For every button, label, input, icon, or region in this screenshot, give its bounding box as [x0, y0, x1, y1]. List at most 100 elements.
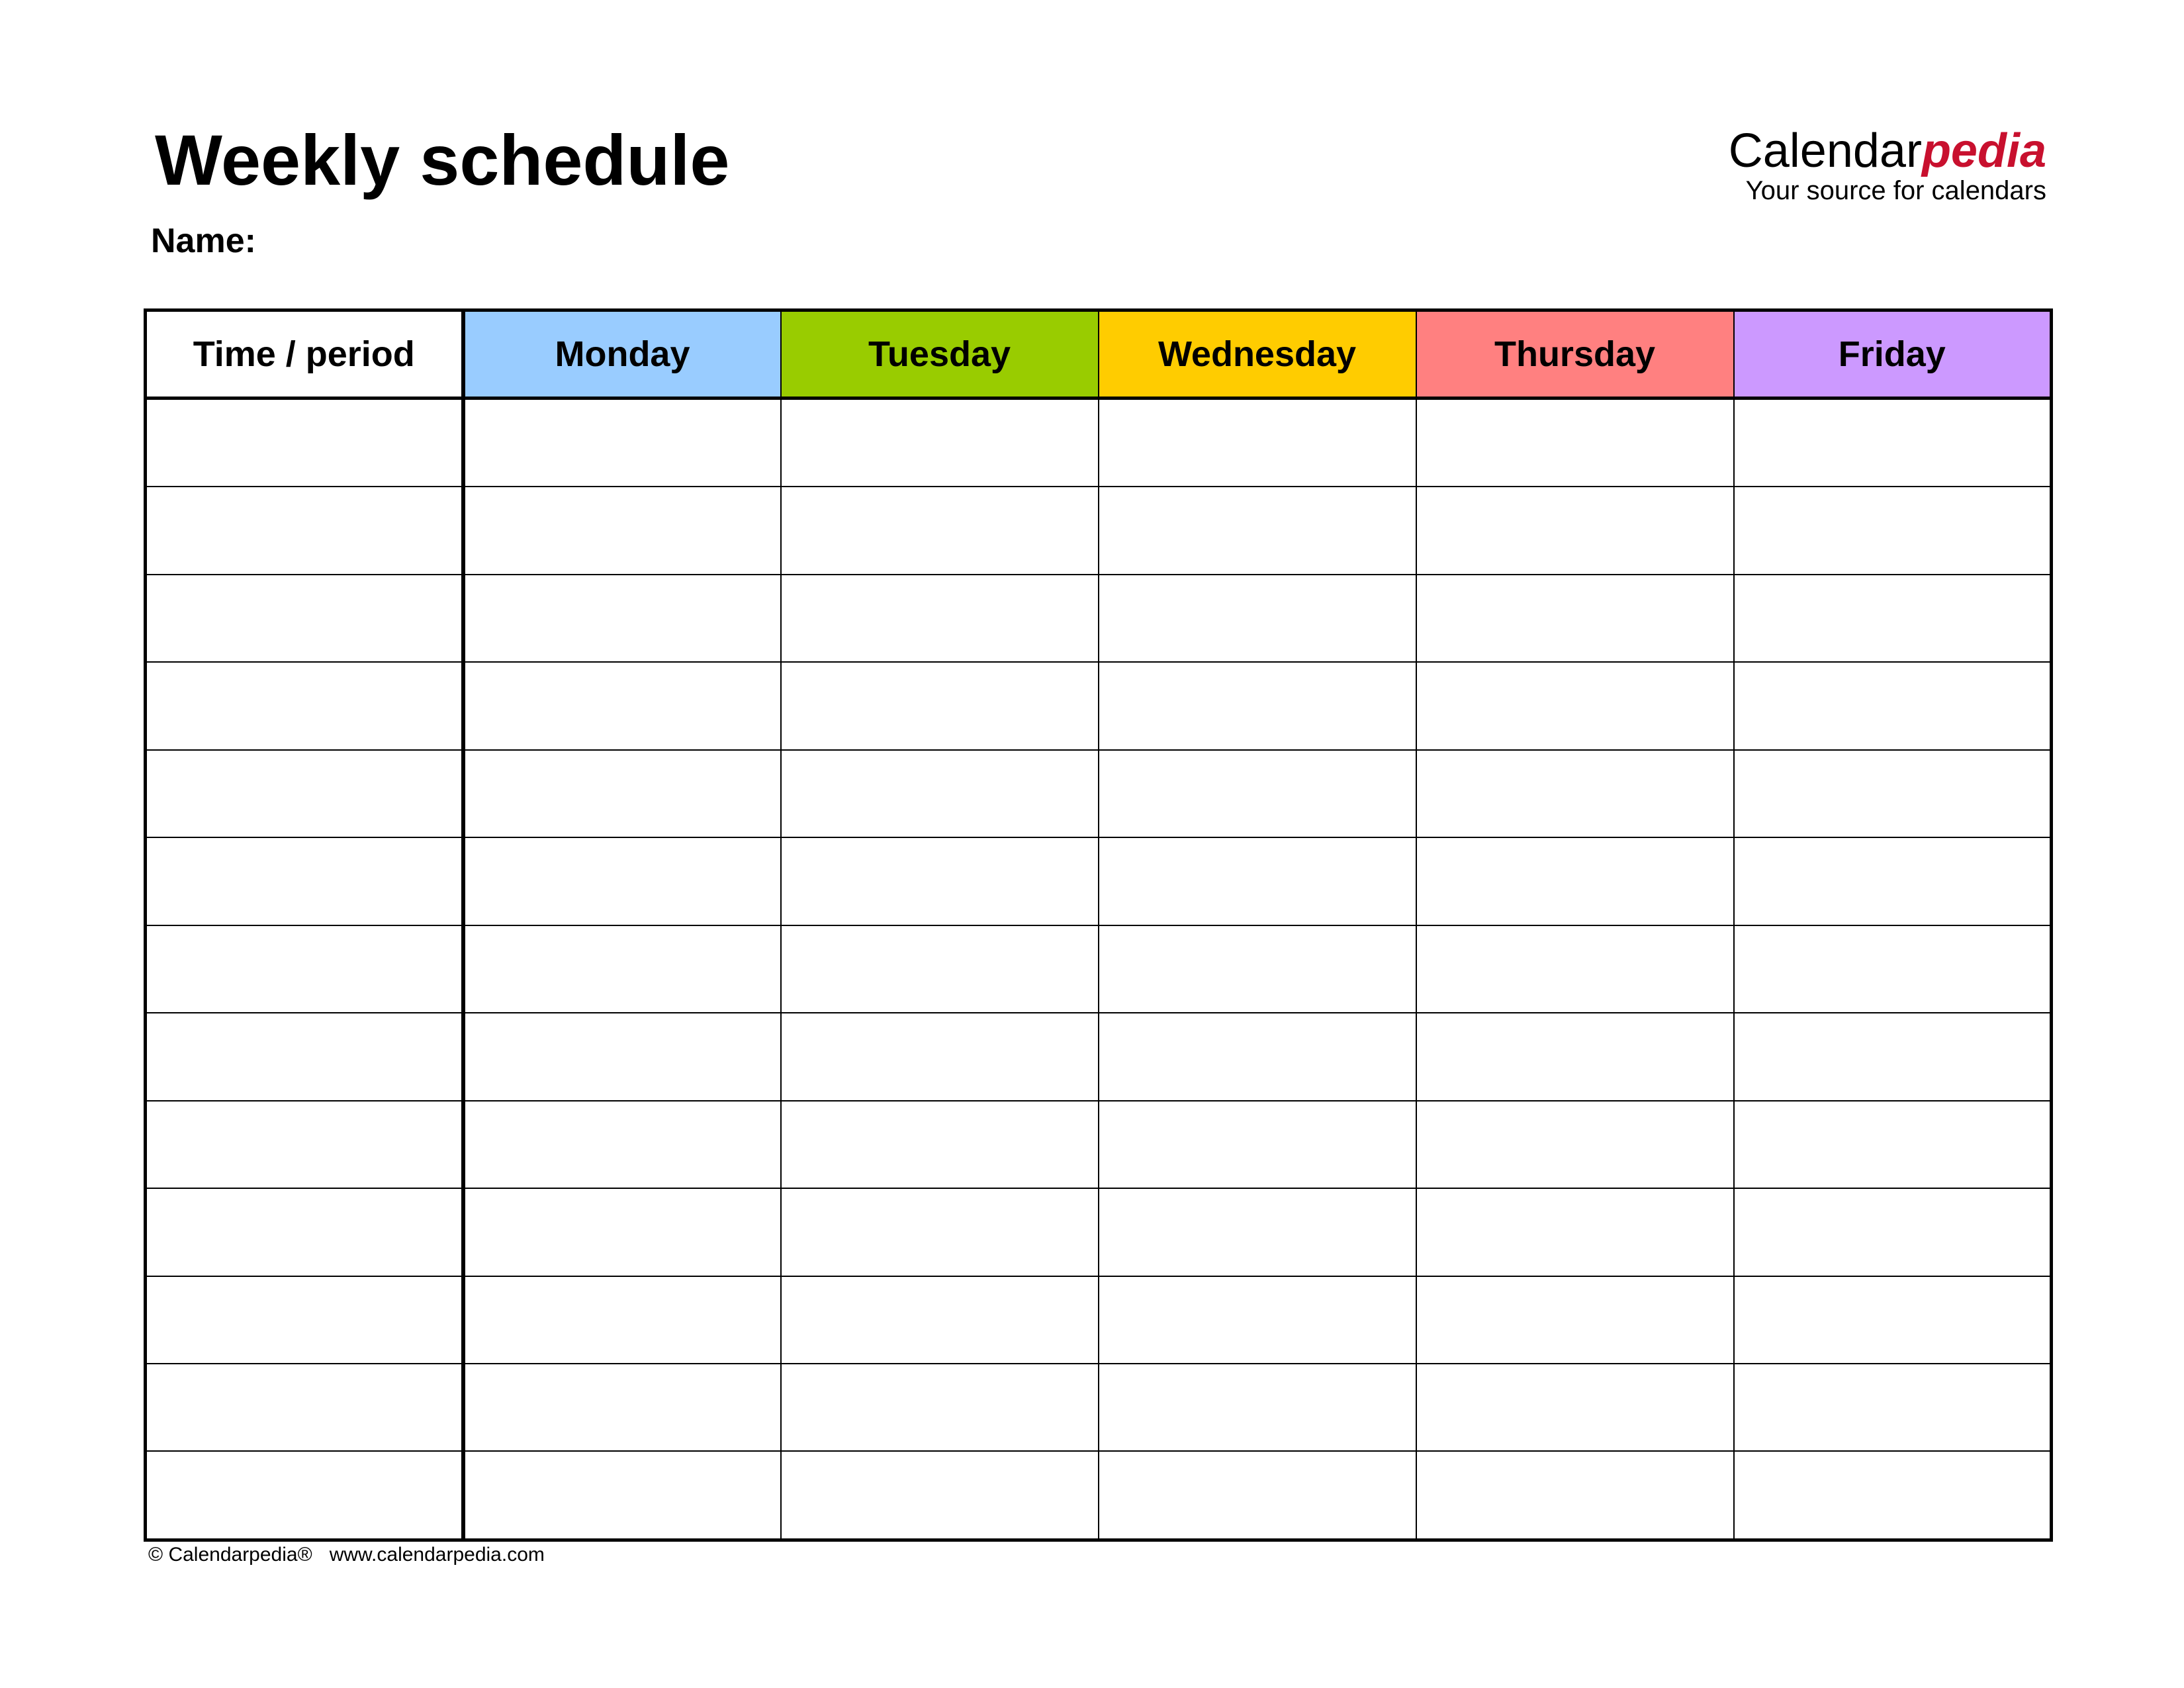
- schedule-cell-tuesday[interactable]: [780, 397, 1099, 488]
- brand-wordmark: Calendarpedia: [1729, 127, 2046, 175]
- schedule-cell-time-period[interactable]: [144, 749, 465, 839]
- schedule-cell-time-period[interactable]: [144, 837, 465, 926]
- schedule-cell-wednesday[interactable]: [1097, 924, 1417, 1014]
- table-row: [144, 397, 2052, 488]
- schedule-cell-wednesday[interactable]: [1097, 1275, 1417, 1365]
- schedule-cell-wednesday[interactable]: [1097, 661, 1417, 751]
- schedule-cell-friday[interactable]: [1733, 573, 2052, 663]
- schedule-body: [144, 397, 2052, 1541]
- schedule-cell-thursday[interactable]: [1415, 1012, 1735, 1102]
- schedule-cell-monday[interactable]: [462, 1188, 782, 1277]
- schedule-cell-time-period[interactable]: [144, 397, 465, 488]
- table-row: [144, 486, 2052, 575]
- table-row: [144, 837, 2052, 926]
- schedule-cell-tuesday[interactable]: [780, 1012, 1099, 1102]
- schedule-cell-monday[interactable]: [462, 837, 782, 926]
- schedule-cell-thursday[interactable]: [1415, 661, 1735, 751]
- footer-website-link[interactable]: www.calendarpedia.com: [329, 1544, 545, 1566]
- schedule-cell-tuesday[interactable]: [780, 1188, 1099, 1277]
- schedule-cell-time-period[interactable]: [144, 661, 465, 751]
- table-row: [144, 1275, 2052, 1365]
- table-row: [144, 573, 2052, 663]
- schedule-cell-friday[interactable]: [1733, 749, 2052, 839]
- schedule-cell-wednesday[interactable]: [1097, 1362, 1417, 1452]
- table-row: [144, 1012, 2052, 1102]
- schedule-cell-friday[interactable]: [1733, 1100, 2052, 1190]
- schedule-cell-thursday[interactable]: [1415, 397, 1735, 488]
- schedule-cell-monday[interactable]: [462, 749, 782, 839]
- schedule-cell-monday[interactable]: [462, 1012, 782, 1102]
- schedule-cell-monday[interactable]: [462, 661, 782, 751]
- schedule-cell-wednesday[interactable]: [1097, 1100, 1417, 1190]
- column-header-tuesday: Tuesday: [780, 309, 1099, 400]
- schedule-cell-wednesday[interactable]: [1097, 486, 1417, 575]
- schedule-cell-wednesday[interactable]: [1097, 749, 1417, 839]
- schedule-cell-tuesday[interactable]: [780, 1450, 1099, 1541]
- table-row: [144, 1100, 2052, 1190]
- schedule-cell-time-period[interactable]: [144, 1275, 465, 1365]
- schedule-cell-monday[interactable]: [462, 1275, 782, 1365]
- schedule-cell-friday[interactable]: [1733, 397, 2052, 488]
- schedule-cell-friday[interactable]: [1733, 924, 2052, 1014]
- schedule-cell-wednesday[interactable]: [1097, 1188, 1417, 1277]
- page-title: Weekly schedule: [155, 120, 730, 200]
- table-row: [144, 1188, 2052, 1277]
- schedule-cell-wednesday[interactable]: [1097, 397, 1417, 488]
- name-label: Name:: [151, 222, 256, 260]
- schedule-cell-thursday[interactable]: [1415, 1100, 1735, 1190]
- schedule-cell-friday[interactable]: [1733, 661, 2052, 751]
- brand-wordmark-accent: pedia: [1921, 124, 2046, 177]
- schedule-cell-tuesday[interactable]: [780, 1275, 1099, 1365]
- schedule-cell-thursday[interactable]: [1415, 1188, 1735, 1277]
- table-row: [144, 1362, 2052, 1452]
- schedule-cell-time-period[interactable]: [144, 1100, 465, 1190]
- schedule-cell-time-period[interactable]: [144, 1362, 465, 1452]
- schedule-cell-thursday[interactable]: [1415, 1362, 1735, 1452]
- column-header-thursday: Thursday: [1415, 309, 1735, 400]
- column-header-friday: Friday: [1733, 309, 2052, 400]
- schedule-cell-friday[interactable]: [1733, 1362, 2052, 1452]
- schedule-cell-time-period[interactable]: [144, 1012, 465, 1102]
- schedule-cell-wednesday[interactable]: [1097, 837, 1417, 926]
- table-row: [144, 661, 2052, 751]
- schedule-cell-thursday[interactable]: [1415, 486, 1735, 575]
- schedule-cell-monday[interactable]: [462, 486, 782, 575]
- schedule-cell-thursday[interactable]: [1415, 924, 1735, 1014]
- schedule-cell-wednesday[interactable]: [1097, 1012, 1417, 1102]
- schedule-cell-wednesday[interactable]: [1097, 573, 1417, 663]
- schedule-cell-monday[interactable]: [462, 924, 782, 1014]
- brand-wordmark-main: Calendar: [1728, 124, 1922, 177]
- schedule-cell-monday[interactable]: [462, 573, 782, 663]
- schedule-cell-tuesday[interactable]: [780, 486, 1099, 575]
- schedule-cell-monday[interactable]: [462, 397, 782, 488]
- schedule-cell-monday[interactable]: [462, 1100, 782, 1190]
- schedule-cell-thursday[interactable]: [1415, 837, 1735, 926]
- schedule-cell-time-period[interactable]: [144, 486, 465, 575]
- schedule-cell-thursday[interactable]: [1415, 749, 1735, 839]
- schedule-cell-thursday[interactable]: [1415, 1450, 1735, 1541]
- schedule-cell-time-period[interactable]: [144, 924, 465, 1014]
- schedule-cell-time-period[interactable]: [144, 1188, 465, 1277]
- schedule-cell-friday[interactable]: [1733, 1012, 2052, 1102]
- schedule-cell-tuesday[interactable]: [780, 924, 1099, 1014]
- schedule-cell-wednesday[interactable]: [1097, 1450, 1417, 1541]
- schedule-cell-thursday[interactable]: [1415, 1275, 1735, 1365]
- schedule-cell-tuesday[interactable]: [780, 837, 1099, 926]
- schedule-cell-friday[interactable]: [1733, 1188, 2052, 1277]
- schedule-cell-friday[interactable]: [1733, 1450, 2052, 1541]
- schedule-cell-friday[interactable]: [1733, 486, 2052, 575]
- column-header-wednesday: Wednesday: [1097, 309, 1417, 400]
- schedule-cell-time-period[interactable]: [144, 573, 465, 663]
- schedule-cell-friday[interactable]: [1733, 1275, 2052, 1365]
- schedule-cell-tuesday[interactable]: [780, 1362, 1099, 1452]
- schedule-cell-monday[interactable]: [462, 1362, 782, 1452]
- schedule-cell-monday[interactable]: [462, 1450, 782, 1541]
- schedule-cell-tuesday[interactable]: [780, 661, 1099, 751]
- schedule-cell-thursday[interactable]: [1415, 573, 1735, 663]
- schedule-cell-time-period[interactable]: [144, 1450, 465, 1541]
- schedule-cell-tuesday[interactable]: [780, 749, 1099, 839]
- schedule-cell-tuesday[interactable]: [780, 1100, 1099, 1190]
- header-row: Time / period Monday Tuesday Wednesday T…: [144, 309, 2052, 400]
- schedule-cell-friday[interactable]: [1733, 837, 2052, 926]
- schedule-cell-tuesday[interactable]: [780, 573, 1099, 663]
